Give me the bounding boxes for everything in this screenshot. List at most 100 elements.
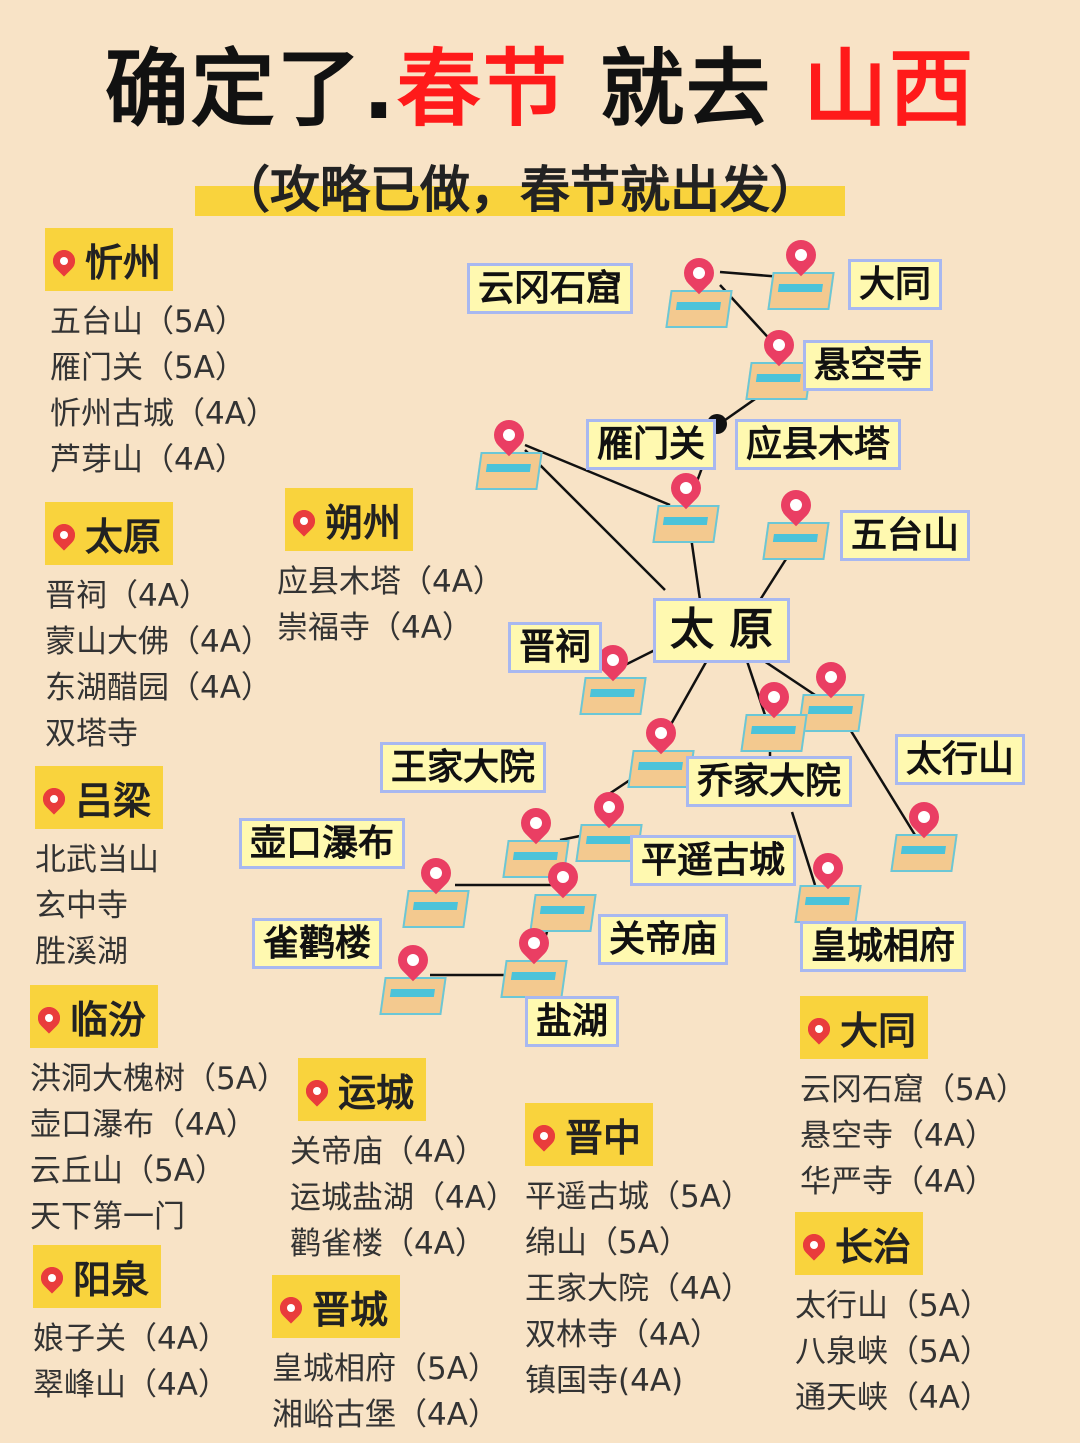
attraction-list: 皇城相府（5A） 湘峪古堡（4A）	[272, 1346, 499, 1438]
map-label-yanhu: 盐湖	[525, 996, 620, 1048]
location-pin-icon	[301, 1075, 333, 1107]
map-label-wangjia: 王家大院	[380, 742, 547, 794]
list-item: 芦芽山（4A）	[50, 442, 246, 478]
page-title: 确定了.春节 就去 山西	[0, 22, 1080, 143]
region-xinzhou: 忻州 五台山（5A） 雁门关（5A） 忻州古城（4A） 芦芽山（4A）	[45, 228, 277, 483]
region-name: 晋中	[565, 1116, 642, 1160]
map-label-jinci: 晋祠	[508, 622, 603, 674]
list-item: 八泉峡（5A）	[795, 1334, 991, 1370]
pin-icon	[757, 323, 801, 367]
pin-icon	[779, 233, 823, 277]
region-header: 长治	[795, 1212, 924, 1275]
location-pin-icon	[798, 1229, 830, 1261]
region-name: 吕梁	[75, 779, 152, 823]
region-header: 太原	[45, 502, 174, 565]
list-item: 通天峡（4A）	[795, 1380, 991, 1416]
map-label-hukou: 壶口瀑布	[239, 818, 406, 870]
list-item: 平遥古城（5A）	[525, 1179, 752, 1215]
region-changzhi: 长治 太行山（5A） 八泉峡（5A） 通天峡（4A）	[795, 1212, 991, 1421]
list-item: 关帝庙（4A）	[290, 1134, 486, 1170]
map-label-wutai: 五台山	[840, 510, 971, 562]
subtitle-highlight	[195, 186, 845, 216]
pin-icon	[902, 795, 946, 839]
location-pin-icon	[288, 505, 320, 537]
title-part-2: 春节	[396, 40, 569, 138]
list-item: 双塔寺	[45, 716, 138, 752]
pin-icon	[541, 855, 585, 899]
location-pin-icon	[48, 245, 80, 277]
region-header: 忻州	[45, 228, 174, 291]
title-part-4: 山西	[803, 40, 976, 138]
title-part-3: 就去	[568, 40, 804, 138]
list-item: 忻州古城（4A）	[50, 396, 277, 432]
list-item: 晋祠（4A）	[45, 578, 210, 614]
title-part-1: 确定了.	[104, 40, 397, 138]
pin-icon	[414, 851, 458, 895]
map-marker-taiyuan-east	[797, 655, 865, 732]
region-shuozhou: 朔州 应县木塔（4A） 崇福寺（4A）	[277, 488, 504, 651]
region-datong: 大同 云冈石窟（5A） 悬空寺（4A） 华严寺（4A）	[800, 996, 1027, 1205]
map-label-taiyuan: 太 原	[653, 598, 791, 663]
location-pin-icon	[48, 519, 80, 551]
list-item: 华严寺（4A）	[800, 1164, 996, 1200]
pin-icon	[639, 711, 683, 755]
list-item: 玄中寺	[35, 888, 128, 924]
region-header: 阳泉	[33, 1245, 162, 1308]
pin-icon	[587, 785, 631, 829]
map-marker-taihang	[890, 795, 958, 872]
pin-icon	[514, 801, 558, 845]
pin-icon	[809, 655, 853, 699]
region-name: 大同	[840, 1009, 917, 1053]
attraction-list: 应县木塔（4A） 崇福寺（4A）	[277, 559, 504, 651]
location-pin-icon	[36, 1262, 68, 1294]
location-pin-icon	[803, 1013, 835, 1045]
list-item: 绵山（5A）	[525, 1225, 690, 1261]
map-label-qiaojia: 乔家大院	[686, 756, 853, 808]
region-jinzhong: 晋中 平遥古城（5A） 绵山（5A） 王家大院（4A） 双林寺（4A） 镇国寺(…	[525, 1103, 752, 1404]
list-item: 悬空寺（4A）	[800, 1118, 996, 1154]
region-yangquan: 阳泉 娘子关（4A） 翠峰山（4A）	[33, 1245, 229, 1408]
region-header: 运城	[298, 1058, 427, 1121]
pin-icon	[774, 483, 818, 527]
map-label-taihang: 太行山	[895, 734, 1026, 786]
region-header: 晋中	[525, 1103, 654, 1166]
region-lvliang: 吕梁 北武当山 玄中寺 胜溪湖	[35, 766, 164, 975]
map-label-huangcheng: 皇城相府	[800, 921, 967, 973]
list-item: 蒙山大佛（4A）	[45, 624, 272, 660]
region-yuncheng: 运城 关帝庙（4A） 运城盐湖（4A） 鹳雀楼（4A）	[290, 1058, 517, 1267]
list-item: 北武当山	[35, 842, 159, 878]
map-marker-qiaojia	[740, 675, 808, 752]
region-name: 阳泉	[73, 1258, 150, 1302]
region-name: 临汾	[70, 998, 147, 1042]
map-marker-yingxian	[652, 466, 720, 543]
map-marker-hukou	[402, 851, 470, 928]
region-name: 长治	[835, 1225, 912, 1269]
map-marker-wutai	[762, 483, 830, 560]
pin-icon	[487, 413, 531, 457]
attraction-list: 五台山（5A） 雁门关（5A） 忻州古城（4A） 芦芽山（4A）	[50, 299, 277, 483]
attraction-list: 北武当山 玄中寺 胜溪湖	[35, 837, 163, 975]
map-marker-pingyao	[575, 785, 643, 862]
map-label-guandi: 关帝庙	[598, 914, 729, 966]
region-header: 临汾	[30, 985, 159, 1048]
list-item: 湘峪古堡（4A）	[272, 1397, 499, 1433]
region-header: 朔州	[285, 488, 414, 551]
region-name: 朔州	[325, 501, 402, 545]
list-item: 双林寺（4A）	[525, 1317, 721, 1353]
map-label-pingyao: 平遥古城	[630, 835, 797, 887]
list-item: 五台山（5A）	[50, 304, 246, 340]
pin-icon	[391, 938, 435, 982]
map-marker-yanhu	[500, 921, 568, 998]
list-item: 翠峰山（4A）	[33, 1367, 229, 1403]
map-label-yungang: 云冈石窟	[467, 263, 634, 315]
location-pin-icon	[33, 1002, 65, 1034]
map-marker-queque	[379, 938, 447, 1015]
list-item: 东湖醋园（4A）	[45, 670, 272, 706]
location-pin-icon	[38, 783, 70, 815]
list-item: 崇福寺（4A）	[277, 610, 473, 646]
pin-icon	[806, 846, 850, 890]
list-item: 太行山（5A）	[795, 1288, 991, 1324]
map-marker-huangcheng	[794, 846, 862, 923]
map-marker-wangjia	[627, 711, 695, 788]
map-marker-datong	[767, 233, 835, 310]
